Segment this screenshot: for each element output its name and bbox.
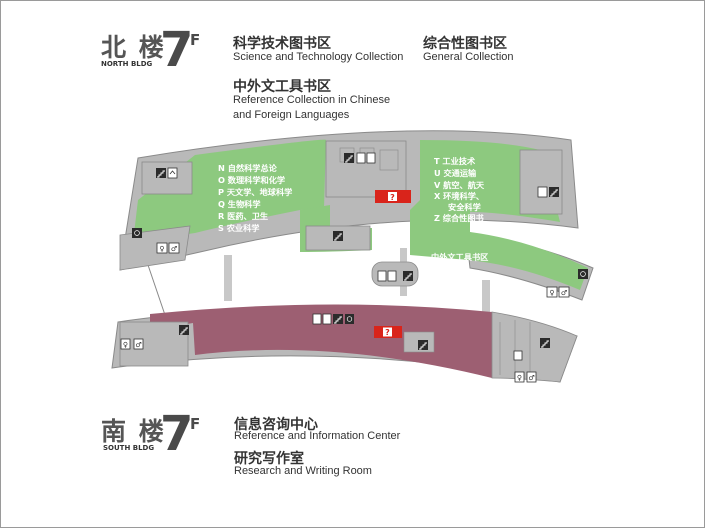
- elevator-icon: [366, 152, 376, 164]
- shelf-label-N: N 自然科学总论: [218, 163, 277, 173]
- shelf-label-V: V 航空、航天: [434, 180, 485, 190]
- collection-science-tech-english: Science and Technology Collection: [233, 51, 404, 63]
- north-central-service-block: [325, 140, 407, 198]
- north-building-name: 北 楼: [101, 33, 166, 62]
- restroom-icon: ♂: [526, 371, 537, 383]
- room-info-center-english: Reference and Information Center: [234, 430, 401, 442]
- accessible-icon: [132, 228, 142, 238]
- collection-general-title: 综合性图书区: [423, 36, 507, 52]
- room-writing-english: Research and Writing Room: [234, 465, 372, 477]
- room-writing-title: 研究写作室: [234, 451, 304, 467]
- shelf-label-Z: Z 综合性图书: [434, 213, 484, 223]
- svg-text:♂: ♂: [561, 289, 567, 297]
- elevator-icon: [513, 350, 523, 361]
- room-info-center-title: 信息咨询中心: [234, 417, 318, 433]
- restroom-icon: ♀: [120, 338, 131, 350]
- south-east-service-block: [491, 311, 578, 383]
- south-floor-suffix: F: [190, 415, 201, 433]
- info-desk-icon: ?: [375, 190, 411, 203]
- stairs-icon: [333, 314, 343, 324]
- svg-text:♀: ♀: [549, 289, 554, 297]
- svg-text:♀: ♀: [123, 341, 128, 349]
- shelf-label-O: O 数理科学和化学: [218, 175, 286, 185]
- south-building-english: SOUTH BLDG: [103, 444, 155, 452]
- restroom-icon: ♂: [133, 338, 144, 350]
- north-shelf-area-left: [133, 139, 327, 242]
- svg-text:♀: ♀: [159, 245, 164, 253]
- collection-reference-english-2: and Foreign Languages: [233, 109, 350, 121]
- south-building-name: 南 楼: [101, 417, 166, 446]
- restroom-icon: ♂: [558, 286, 570, 298]
- svg-text:♀: ♀: [517, 374, 522, 382]
- north-building-english: NORTH BLDG: [101, 60, 153, 68]
- stairs-icon: [540, 338, 550, 348]
- svg-text:?: ?: [390, 193, 395, 202]
- info-desk-icon: ?: [374, 326, 402, 338]
- shelf-label-Q: Q 生物科学: [218, 199, 261, 209]
- svg-text:♂: ♂: [135, 341, 141, 349]
- shelf-label-R: R 医药、卫生: [218, 211, 269, 221]
- stairs-icon: [179, 325, 189, 335]
- stairs-icon: [549, 187, 559, 197]
- bridge-pillar: [224, 255, 232, 301]
- shelf-label-X: X 环境科学、: [434, 191, 485, 201]
- collection-reference-title: 中外文工具书区: [233, 79, 331, 95]
- elevator-icon: [356, 152, 366, 164]
- shelf-label-S: S 农业科学: [218, 223, 260, 233]
- elevator-icon: [312, 313, 322, 325]
- shelf-label-X-cont: 安全科学: [448, 202, 481, 212]
- reference-area-label: 中外文工具书区: [431, 252, 489, 262]
- accessible-icon: [345, 314, 354, 324]
- stairs-icon: [418, 340, 428, 350]
- restroom-icon: ♀: [546, 286, 558, 298]
- svg-text:♂: ♂: [528, 374, 534, 382]
- accessible-icon: [578, 269, 588, 279]
- stairs-icon: [403, 271, 413, 281]
- shelf-label-P: P 天文学、地球科学: [218, 187, 293, 197]
- south-reading-area: [150, 304, 492, 378]
- stairs-icon: [333, 231, 343, 241]
- north-east-service-block: [519, 149, 563, 215]
- collection-reference-english-1: Reference Collection in Chinese: [233, 94, 391, 106]
- elevator-icon: [167, 167, 178, 179]
- south-west-service-block: [119, 321, 189, 367]
- svg-text:?: ?: [385, 328, 390, 337]
- south-floor-number: 7: [160, 406, 194, 462]
- connector-line: [147, 264, 166, 316]
- shelf-label-T: T 工业技术: [434, 156, 476, 166]
- stairs-icon: [156, 168, 166, 178]
- restroom-icon: ♂: [168, 242, 180, 254]
- bridge-pillar: [482, 280, 490, 314]
- svg-text:♂: ♂: [171, 245, 177, 253]
- north-floor-suffix: F: [190, 31, 201, 49]
- elevator-icon: [377, 270, 387, 282]
- restroom-icon: ♀: [514, 371, 525, 383]
- elevator-icon: [537, 186, 548, 198]
- north-floor-number: 7: [160, 22, 194, 78]
- collection-general-english: General Collection: [423, 51, 514, 63]
- restroom-icon: ♀: [156, 242, 168, 254]
- shelf-label-U: U 交通运输: [434, 168, 477, 178]
- elevator-icon: [387, 270, 397, 282]
- elevator-icon: [322, 313, 332, 325]
- collection-science-tech-title: 科学技术图书区: [233, 36, 331, 52]
- stairs-icon: [344, 153, 354, 163]
- north-west-stair-block: [141, 161, 193, 195]
